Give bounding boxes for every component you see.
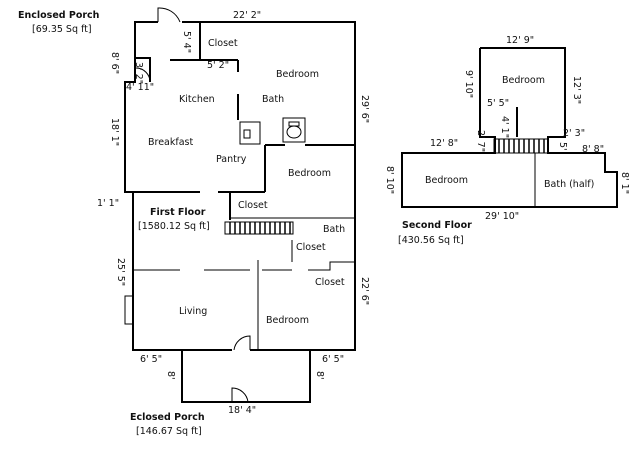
dim-sf-bottom-width: 29' 10" — [485, 211, 519, 222]
dim-porch-bottom-left: 8' — [165, 371, 176, 380]
first-floor-walls — [124, 21, 356, 351]
second-floor-walls — [401, 47, 618, 208]
toilet-icon — [286, 125, 302, 139]
room-bath-mid: Bath — [323, 224, 345, 235]
room-bath-top: Bath — [262, 94, 284, 105]
room-bedroom-top: Bedroom — [276, 69, 319, 80]
dim-porch-height: 8' 6" — [109, 52, 120, 74]
dim-sf-right-width: 8' 8" — [582, 144, 604, 155]
second-floor-area: [430.56 Sq ft] — [398, 235, 464, 246]
dim-sf-stair-width: 5' 5" — [487, 98, 509, 109]
room-closet-low: Closet — [315, 277, 345, 288]
eclosed-porch-walls — [181, 350, 311, 403]
dim-sf-left-width: 12' 8" — [430, 138, 458, 149]
room-pantry: Pantry — [216, 154, 247, 165]
dim-left-lower: 25' 5" — [115, 258, 126, 286]
room-closet-top: Closet — [208, 38, 238, 49]
room-closet-hall: Closet — [296, 242, 326, 253]
dim-porch-width: 4' 11" — [126, 82, 154, 93]
dim-sf-right-small: 2' 3" — [563, 128, 585, 139]
dim-sf-left-height: 8' 10" — [384, 166, 395, 194]
first-floor-area: [1580.12 Sq ft] — [138, 221, 210, 232]
dim-left-upper: 18' 1" — [109, 118, 120, 146]
room-sf-bedroom-lower: Bedroom — [425, 175, 468, 186]
enclosed-porch-title: Enclosed Porch — [18, 10, 100, 21]
bath-fixtures — [124, 117, 306, 325]
dim-porch-step: 3' 2" — [133, 62, 144, 84]
dim-top-width: 22' 2" — [233, 10, 261, 21]
enclosed-porch-walls — [134, 7, 181, 83]
dim-closet-width: 5' 2" — [207, 60, 229, 71]
eclosed-porch-title: Eclosed Porch — [130, 412, 205, 423]
dim-notch: 1' 1" — [97, 198, 119, 209]
eclosed-porch-area: [146.67 Sq ft] — [136, 426, 202, 437]
outer-wall-top-right — [182, 21, 356, 351]
dim-sf-right-5: 5' — [557, 142, 568, 151]
dim-porch-bottom-right: 8' — [314, 371, 325, 380]
dim-sf-stair-height: 4' 1" — [499, 116, 510, 138]
room-bedroom-mid: Bedroom — [288, 168, 331, 179]
toilet-box-icon — [282, 117, 306, 143]
dim-sf-upper-right: 12' 3" — [571, 76, 582, 104]
dim-right-upper: 29' 6" — [359, 95, 370, 123]
dim-sf-right-height: 8' 1" — [619, 172, 630, 194]
sink-icon — [239, 121, 261, 145]
room-breakfast: Breakfast — [148, 137, 193, 148]
dim-right-lower: 22' 6" — [359, 277, 370, 305]
dim-sf-upper-width: 12' 9" — [506, 35, 534, 46]
room-kitchen: Kitchen — [179, 94, 215, 105]
dim-sf-stair-side: 2' 7" — [475, 130, 486, 152]
first-floor-title: First Floor — [150, 207, 206, 218]
dim-porch-bottom-width: 18' 4" — [228, 405, 256, 416]
enclosed-porch-area: [69.35 Sq ft] — [32, 24, 92, 35]
first-floor-interior — [133, 22, 355, 351]
dim-closet-height: 5' 4" — [181, 31, 192, 53]
room-sf-bedroom-upper: Bedroom — [502, 75, 545, 86]
dim-bottom-left: 6' 5" — [140, 354, 162, 365]
dim-bottom-right: 6' 5" — [322, 354, 344, 365]
porch-bottom-door-swing-icon — [231, 387, 249, 403]
room-living: Living — [179, 306, 207, 317]
room-closet-mid: Closet — [238, 200, 268, 211]
room-sf-bath-half: Bath (half) — [544, 179, 594, 190]
entry-door-swing-icon — [157, 7, 181, 23]
first-floor-stairs — [224, 221, 294, 235]
bedroom-door-swing-icon — [233, 335, 251, 351]
second-floor-title: Second Floor — [402, 220, 472, 231]
dim-sf-upper-left: 9' 10" — [463, 70, 474, 98]
porch-door-swing-icon — [135, 67, 151, 83]
room-bedroom-low: Bedroom — [266, 315, 309, 326]
second-floor-stairs — [493, 138, 549, 154]
fireplace-icon — [124, 295, 134, 325]
